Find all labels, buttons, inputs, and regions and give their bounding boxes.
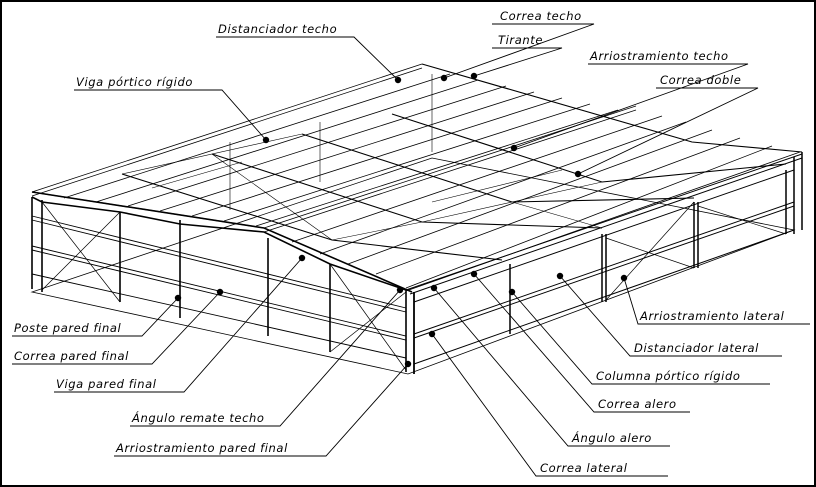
label-correa-alero: Correa alero (598, 397, 677, 411)
leader-arriostramiento-lateral (623, 277, 810, 325)
labels: Distanciador techo Correa techo Tirante … (14, 9, 785, 475)
dot-columna-portico (508, 288, 516, 296)
leader-tirante (473, 47, 563, 77)
leader-distanciador-techo (216, 36, 399, 81)
label-columna-portico-rigido: Columna pórtico rígido (596, 369, 740, 383)
dot-correa-pared-final (216, 288, 224, 296)
leader-columna-portico (511, 291, 770, 385)
dot-arriostramiento-techo (510, 144, 518, 152)
label-distanciador-techo: Distanciador techo (218, 22, 337, 36)
dot-distanciador-techo (394, 76, 402, 84)
leader-arriostramiento-pared (114, 363, 409, 457)
side-wall-columns (413, 152, 803, 374)
side-wall-girts (405, 153, 803, 365)
dot-distanciador-lateral (556, 272, 564, 280)
label-correa-techo: Correa techo (500, 9, 582, 23)
label-arriostramiento-pared-final: Arriostramiento pared final (115, 441, 288, 455)
dot-correa-lateral (428, 330, 436, 338)
dot-viga-pared-final (298, 254, 306, 262)
dot-tirante (470, 72, 478, 80)
leader-correa-techo (443, 23, 595, 79)
roof-bracing (121, 74, 603, 241)
label-poste-pared-final: Poste pared final (14, 321, 121, 335)
label-correa-doble: Correa doble (660, 73, 741, 87)
rigid-frames (31, 63, 803, 261)
leader-correa-alero (473, 273, 690, 413)
dot-angulo-alero (430, 284, 438, 292)
label-arriostramiento-techo: Arriostramiento techo (589, 49, 729, 63)
leader-viga-portico (74, 89, 267, 141)
label-viga-portico-rigido: Viga pórtico rígido (76, 75, 193, 89)
label-tirante: Tirante (498, 33, 543, 47)
leader-correa-pared-final (12, 291, 221, 365)
dot-arriostramiento-pared (404, 360, 412, 368)
dot-arriostramiento-lateral (620, 274, 628, 282)
leader-correa-doble (577, 87, 759, 175)
leader-poste-pared-final (12, 297, 179, 337)
side-wall-bracing (605, 201, 787, 301)
leader-dots (174, 72, 628, 368)
leader-correa-lateral (431, 333, 668, 477)
label-distanciador-lateral: Distanciador lateral (634, 341, 759, 355)
roof-purlins (31, 63, 801, 292)
leader-lines (12, 23, 810, 477)
dot-viga-portico (262, 136, 270, 144)
leader-angulo-remate (130, 289, 401, 427)
label-arriostramiento-lateral: Arriostramiento lateral (639, 309, 785, 323)
label-viga-pared-final: Viga pared final (56, 377, 157, 391)
leader-arriostramiento-techo (513, 63, 749, 149)
dot-poste-pared-final (174, 294, 182, 302)
leader-viga-pared-final (54, 257, 303, 393)
label-correa-lateral: Correa lateral (540, 461, 628, 475)
label-angulo-remate-techo: Ángulo remate techo (131, 410, 265, 425)
leader-angulo-alero (433, 287, 670, 447)
building-structure (30, 63, 803, 375)
dot-correa-techo (440, 74, 448, 82)
label-angulo-alero: Ángulo alero (571, 430, 652, 445)
label-correa-pared-final: Correa pared final (14, 349, 129, 363)
leader-distanciador-lateral (559, 275, 782, 357)
end-wall-bracing (41, 201, 407, 371)
dot-correa-doble (574, 170, 582, 178)
dot-correa-alero (470, 270, 478, 278)
dot-angulo-remate (396, 286, 404, 294)
